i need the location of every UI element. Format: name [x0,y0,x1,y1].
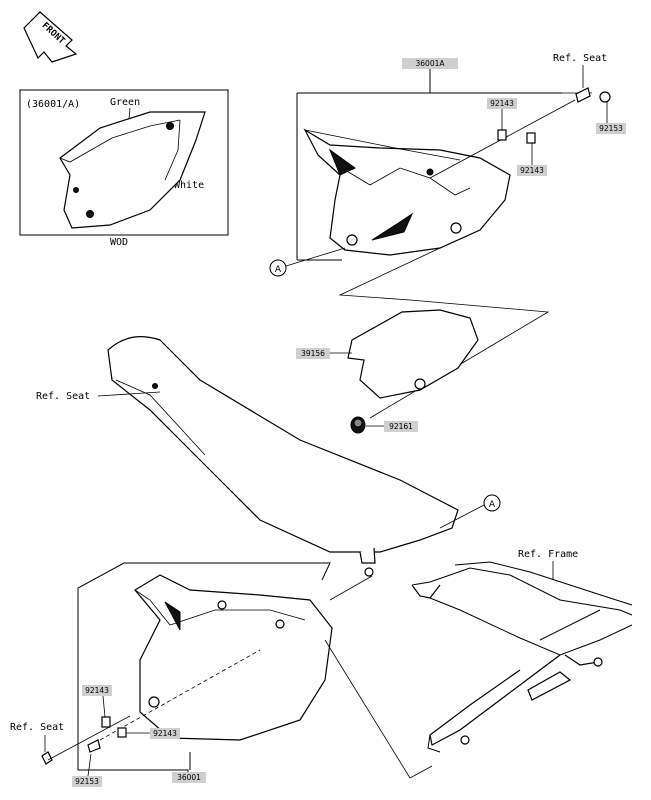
ref-frame: Ref. Frame [518,549,578,560]
marker-a-mid: A [489,500,496,510]
frame-reference-shape: Ref. Frame [411,549,633,753]
inset-label-white: White [174,180,204,191]
cover-39156-group: 39156 92161 [296,247,550,434]
part-92153-lower: 92153 [75,777,99,786]
part-36001-label: 36001 [177,773,201,782]
seat-reference-shape: Ref. Seat A [36,336,501,577]
ref-seat-top: Ref. Seat [553,53,607,64]
ref-seat-mid: Ref. Seat [36,391,90,402]
inset-title: (36001/A) [26,99,80,110]
part-39156-label: 39156 [301,349,325,358]
part-92143-lower-1: 92143 [85,686,109,695]
part-92143-upper-1: 92143 [490,99,514,108]
inset-caption: WOD [110,237,128,248]
part-92143-lower-2: 92143 [153,729,177,738]
part-92161-label: 92161 [389,422,413,431]
part-92153-upper: 92153 [599,124,623,133]
inset-label-green: Green [110,97,140,108]
marker-a-top: A [275,265,282,275]
side-cover-assembly-top: 36001A 92143 92143 92153 Ref. Seat A [269,53,626,277]
inset-36001-a: (36001/A) Green White WOD [19,89,229,248]
part-36001A-label: 36001A [416,59,446,68]
part-92143-upper-2: 92143 [520,166,544,175]
side-cover-lower: 92143 92143 92153 36001 Ref. Seat [10,562,433,787]
front-direction-badge: FRONT [23,11,78,63]
ref-seat-bottom: Ref. Seat [10,722,64,733]
